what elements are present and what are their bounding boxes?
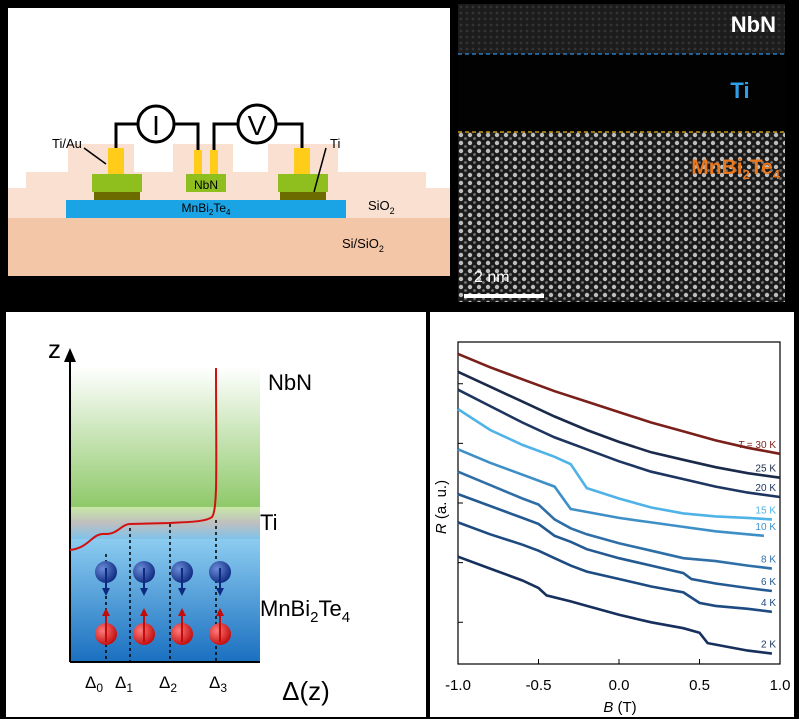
x-tick-label-1: -0.5 (526, 677, 552, 694)
si-substrate (8, 216, 450, 276)
x-tick-label-0: -1.0 (445, 677, 471, 694)
z-axis-label: z (48, 334, 61, 364)
tiau-contact-2 (194, 150, 202, 174)
si-label: Si/SiO2 (342, 236, 384, 254)
tiau-pointer (83, 147, 107, 165)
resistance-chart-panel: T = 30 K 25 K 20 K 15 K 10 K 8 K 6 K 4 K 2 K -1.… (430, 312, 794, 717)
x-axis-label: B (T) (603, 699, 636, 716)
ti-layer-left (94, 192, 140, 200)
mnbi2te4-label: MnBi2Te4 (182, 201, 231, 217)
nbn-label: NbN (194, 178, 218, 192)
tem-image-panel: NbN Ti MnBi2Te4 2 nm (458, 4, 785, 302)
series-label-8: 2 K (761, 640, 776, 651)
mnbi2te4-region-bg (70, 539, 260, 662)
voltage-wire (212, 122, 238, 150)
mnbi2te4-flake (66, 200, 346, 218)
series-label-2: 20 K (755, 483, 776, 494)
proximity-schematic-panel: z NbN Ti MnBi2Te4 Δ0 Δ1 Δ2 Δ3 Δ(z) (6, 312, 426, 717)
x-ticks: -1.0 -0.5 0.0 0.5 1.0 (445, 383, 791, 694)
series-label-3: 15 K (755, 505, 776, 516)
series-line-7 (457, 521, 773, 614)
ti-pointer (313, 147, 327, 193)
tiau-contact-1 (108, 148, 124, 174)
delta2-label: Δ2 (159, 673, 177, 695)
electrode-right (278, 174, 328, 192)
current-wire-right (174, 122, 200, 150)
device-schematic-panel: I V Ti/Au Ti NbN MnBi2Te4 SiO2 Si/SiO2 (8, 8, 450, 276)
schem-nbn-label: NbN (268, 370, 312, 395)
spin-up-row (95, 608, 231, 645)
series-label-0: T = 30 K (738, 440, 776, 451)
series-label-4: 10 K (755, 522, 776, 533)
tiau-contact-3 (210, 150, 218, 174)
delta1-label: Δ1 (115, 673, 133, 695)
scale-bar (464, 294, 544, 298)
gap-profile-curve (69, 367, 218, 551)
series-label-6: 6 K (761, 577, 776, 588)
delta-z-axis-label: Δ(z) (282, 676, 330, 706)
nbn-electrode (186, 174, 226, 192)
series-line-2 (457, 388, 781, 499)
nbn-region (458, 4, 785, 54)
series-line-4 (457, 448, 765, 538)
spin-down-row (95, 561, 231, 596)
series-line-3 (457, 408, 772, 521)
schem-mnbi2te4-label: MnBi2Te4 (260, 596, 350, 626)
scale-bar-label: 2 nm (474, 269, 510, 286)
series-layer (457, 352, 781, 655)
tem-nbn-label: NbN (731, 12, 776, 37)
series-line-1 (457, 370, 781, 479)
x-tick-label-3: 0.5 (689, 677, 710, 694)
electrode-left (92, 174, 142, 192)
tem-mnbi2te4-label: MnBi2Te4 (691, 156, 781, 182)
series-label-5: 8 K (761, 555, 776, 566)
series-label-7: 4 K (761, 598, 776, 609)
series-line-5 (457, 470, 773, 570)
ti-region (458, 54, 785, 132)
x-tick-label-2: 0.0 (609, 677, 630, 694)
schem-ti-label: Ti (260, 510, 278, 535)
voltage-meter (236, 103, 278, 145)
ti-layer-right (280, 192, 326, 200)
tiau-label: Ti/Au (52, 136, 82, 151)
ti-label: Ti (330, 136, 340, 151)
sio2-label: SiO2 (368, 198, 395, 216)
voltage-symbol: V (248, 110, 267, 141)
z-axis-arrow (64, 348, 76, 362)
current-symbol: I (152, 110, 160, 141)
tiau-contact-4 (294, 148, 310, 174)
series-line-8 (457, 555, 773, 655)
nbn-region-bg (70, 367, 260, 507)
series-line-6 (457, 492, 773, 593)
y-axis-label: R (a. u.) (433, 480, 450, 534)
series-line-0 (457, 352, 781, 456)
delta3-label: Δ3 (209, 673, 227, 695)
series-labels: T = 30 K 25 K 20 K 15 K 10 K 8 K 6 K 4 K 2 K (738, 440, 776, 651)
current-wire (114, 122, 138, 148)
sio2-pad-mid (173, 144, 233, 174)
current-meter (136, 104, 176, 144)
series-label-1: 25 K (755, 464, 776, 475)
voltage-wire-right (276, 122, 304, 148)
mnbi2te4-lattice (458, 132, 785, 302)
x-tick-label-4: 1.0 (770, 677, 791, 694)
delta0-label: Δ0 (85, 673, 103, 695)
tem-ti-label: Ti (730, 78, 749, 103)
